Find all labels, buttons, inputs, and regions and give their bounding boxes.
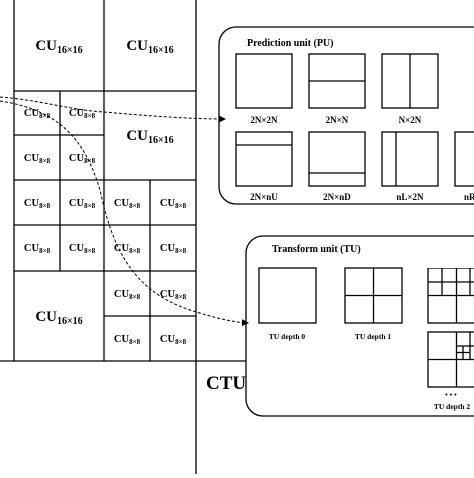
pu-panel-title: Prediction unit (PU) [247, 38, 333, 49]
cu-label: CU8×8 [114, 243, 141, 255]
tu-depth-label: TU depth 1 [355, 332, 392, 341]
cu-label: CU8×8 [69, 153, 96, 165]
cu-labels: CU16×16 CU16×16 CU16×16 CU16×16 CU8×8 CU… [24, 38, 187, 346]
cu-label: CU8×8 [24, 198, 51, 210]
cu-label: CU8×8 [24, 108, 51, 120]
pu-partition-shape [454, 131, 474, 187]
cu-label: CU16×16 [126, 128, 173, 146]
cu-label: CU8×8 [160, 289, 187, 301]
tu-ellipsis: • • • [445, 390, 457, 399]
cu-label: CU8×8 [160, 198, 187, 210]
tu-depth-shape [258, 267, 317, 324]
pu-partition-label: nL×2N [396, 192, 424, 202]
cu-label: CU8×8 [69, 108, 96, 120]
tu-panel: Transform unit (TU) [245, 235, 474, 417]
tu-depth-label: TU depth 2 [434, 402, 471, 411]
cu-label: CU8×8 [69, 198, 96, 210]
pu-partition-shape [381, 131, 439, 187]
pu-partition-label: nR×2N [464, 192, 474, 202]
dashed-connectors [0, 96, 249, 327]
tu-depth-shape [427, 268, 474, 388]
cu-label: CU8×8 [114, 198, 141, 210]
cu-to-pu-arrow [0, 96, 226, 123]
pu-partition-label: N×2N [399, 115, 422, 125]
pu-partition-label: 2N×2N [250, 115, 278, 125]
cu-label: CU8×8 [114, 334, 141, 346]
pu-panel: Prediction unit (PU) 2N×2N 2N×N N×2N 2N×… [218, 26, 474, 205]
cu-to-tu-arrow [0, 100, 249, 327]
pu-partition-shape [308, 131, 366, 187]
cu-label: CU8×8 [114, 289, 141, 301]
tu-panel-title: Transform unit (TU) [272, 244, 361, 255]
cu-label: CU8×8 [24, 153, 51, 165]
cu-label: CU8×8 [160, 243, 187, 255]
pu-partition-label: 2N×N [326, 115, 349, 125]
pu-partition-shape [235, 131, 293, 187]
ctu-label: CTU [206, 373, 246, 394]
pu-partition-label: 2N×nU [250, 192, 278, 202]
pu-partition-shape [235, 53, 293, 109]
cu-label: CU16×16 [35, 309, 82, 327]
cu-label: CU8×8 [24, 243, 51, 255]
cu-label: CU16×16 [126, 38, 173, 56]
cu-label: CU16×16 [35, 38, 82, 56]
pu-partition-label: 2N×nD [323, 192, 351, 202]
cu-label: CU8×8 [160, 334, 187, 346]
tu-depth-label: TU depth 0 [269, 332, 306, 341]
cu-label: CU8×8 [69, 243, 96, 255]
